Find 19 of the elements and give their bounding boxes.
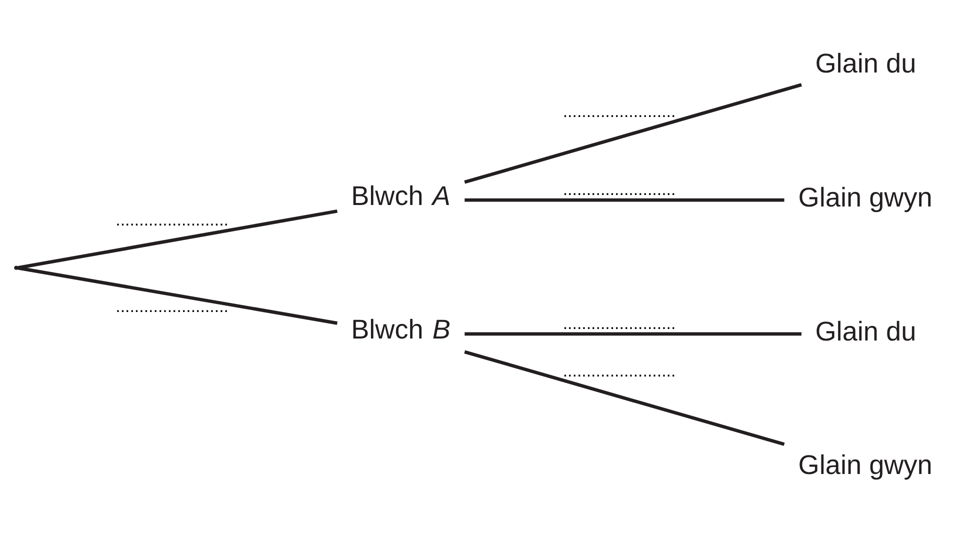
connector (17, 266, 338, 324)
node-point (14, 265, 18, 270)
node-text: Glain du (815, 314, 916, 346)
node-text: Glain du (815, 47, 916, 78)
connector (464, 198, 784, 202)
edge-label: ........................ (562, 313, 676, 332)
connector (464, 82, 802, 184)
edge-label: ........................ (116, 296, 228, 316)
node-text: Glain gwyn (798, 181, 932, 212)
connector (17, 208, 338, 269)
node-text: Blwch B (351, 313, 450, 344)
node-text: Glain gwyn (798, 448, 932, 480)
edge-label: ........................ (562, 102, 676, 121)
node-text: Blwch A (351, 179, 450, 210)
connector (464, 332, 802, 336)
edge-label: ........................ (116, 210, 228, 229)
connector (464, 350, 785, 446)
edge-label: ........................ (562, 180, 676, 199)
edge-label: ........................ (562, 360, 676, 380)
